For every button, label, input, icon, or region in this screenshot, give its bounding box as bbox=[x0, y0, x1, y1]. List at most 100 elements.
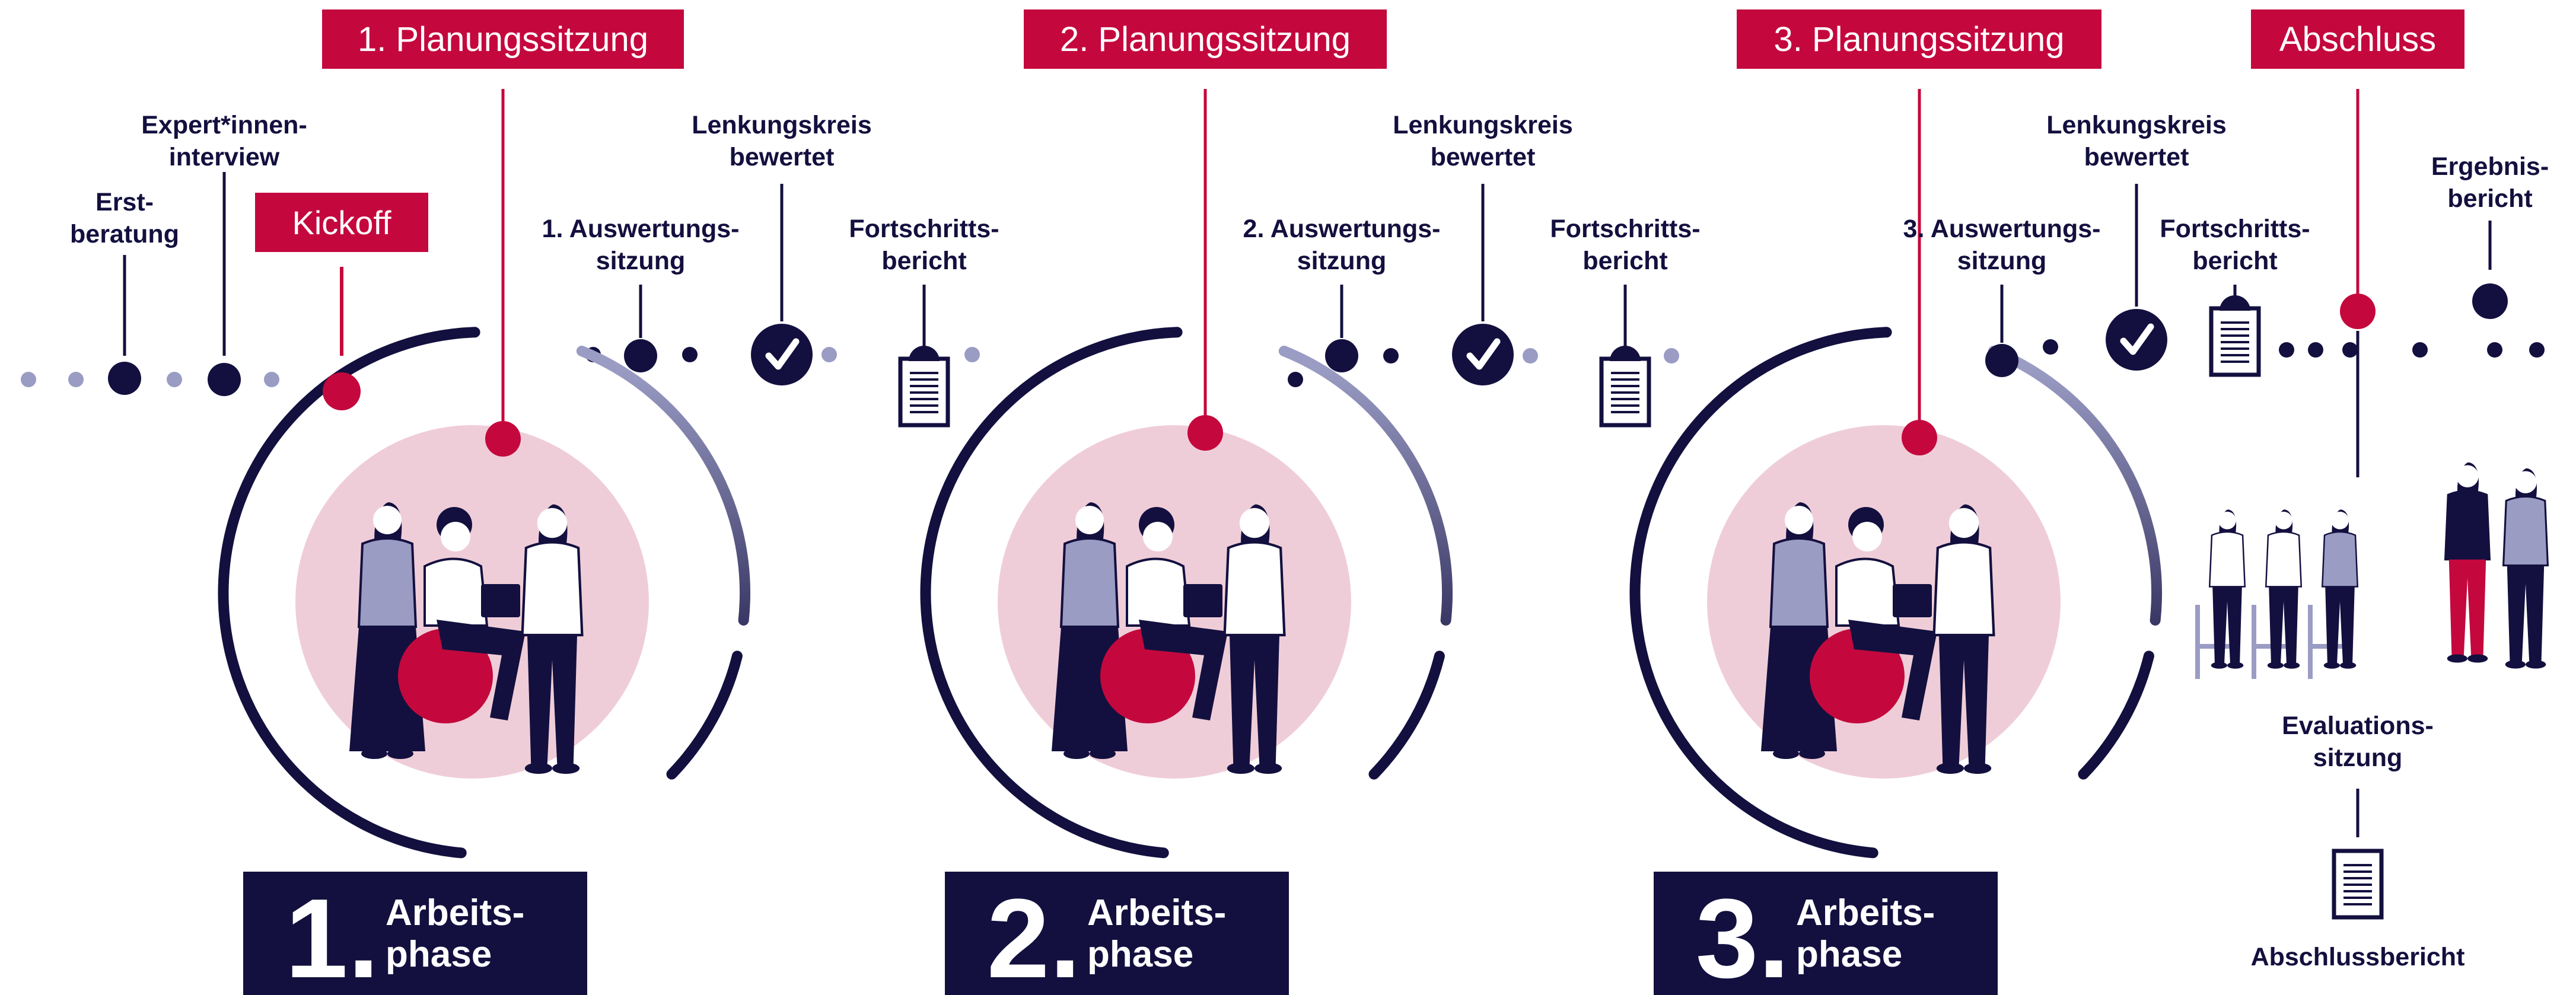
shoe bbox=[2267, 662, 2284, 669]
label-expert-interview-line: interview bbox=[169, 143, 280, 171]
cycle-labels-3: 3. Auswertungs-sitzungLenkungskreisbewer… bbox=[1903, 111, 2310, 377]
cycle-arc-light bbox=[576, 346, 750, 626]
torso bbox=[2502, 495, 2549, 567]
label-fortschrittsbericht-line: bericht bbox=[881, 247, 966, 275]
shoe bbox=[1254, 763, 1282, 774]
planning-tag-box bbox=[1024, 9, 1387, 69]
label-auswertungssitzung-line: sitzung bbox=[1957, 247, 2046, 275]
team-illustration bbox=[295, 425, 649, 779]
timeline-dot bbox=[2529, 342, 2545, 358]
closing-section: Ergebnis-berichtEvaluations-sitzungAbsch… bbox=[2195, 152, 2549, 971]
clip-icon bbox=[909, 346, 940, 361]
timeline-dot bbox=[2487, 342, 2502, 358]
phase-word: phase bbox=[1087, 934, 1193, 975]
torso bbox=[2208, 531, 2246, 588]
person-icon bbox=[521, 504, 584, 774]
timeline-dot bbox=[1664, 348, 1679, 363]
label-auswertungssitzung-line: 3. Auswertungs- bbox=[1903, 215, 2101, 243]
exercise-ball-icon bbox=[398, 629, 493, 723]
timeline-dot bbox=[264, 372, 279, 387]
exercise-ball-icon bbox=[1100, 629, 1195, 723]
torso bbox=[2265, 531, 2303, 588]
torso bbox=[1932, 541, 1995, 637]
shoe bbox=[2211, 662, 2227, 669]
label-ergebnisbericht-line: Ergebnis- bbox=[2431, 152, 2549, 181]
check-icon bbox=[2120, 323, 2154, 355]
phase-word: Arbeits- bbox=[1796, 892, 1935, 933]
planning-tag: Abschluss bbox=[2251, 9, 2464, 69]
person-icon bbox=[2502, 468, 2549, 669]
planning-node bbox=[2340, 294, 2376, 329]
legs bbox=[2325, 586, 2355, 664]
torso bbox=[1769, 537, 1829, 628]
expert-interview-node bbox=[208, 363, 241, 396]
abschlussbericht-doc bbox=[2332, 849, 2384, 920]
planning-tag-text: Abschluss bbox=[2279, 20, 2436, 59]
head bbox=[1239, 508, 1270, 538]
planning-session-1: 1. Planungssitzung bbox=[322, 9, 684, 457]
cycle-arc-tail bbox=[2078, 650, 2154, 780]
phase-word: Arbeits- bbox=[1087, 892, 1226, 933]
label-erstberatung-line: beratung bbox=[70, 220, 179, 248]
head bbox=[1075, 506, 1104, 534]
check-badge bbox=[1452, 324, 1514, 385]
label-ergebnisbericht-line: bericht bbox=[2447, 184, 2532, 213]
legs bbox=[2448, 559, 2486, 657]
legs bbox=[2269, 586, 2298, 664]
label-lenkungskreis-line: bewertet bbox=[1431, 143, 1536, 171]
label-auswertungssitzung: 2. Auswertungs-sitzung bbox=[1243, 215, 1441, 275]
label-lenkungskreis-line: bewertet bbox=[2084, 143, 2189, 171]
planning-session-3: 3. Planungssitzung bbox=[1737, 9, 2101, 455]
phase-number: 1. bbox=[285, 876, 379, 995]
head bbox=[1143, 522, 1173, 551]
planning-tag-text: 3. Planungssitzung bbox=[1773, 20, 2064, 59]
lenkungskreis-check bbox=[1452, 324, 1514, 385]
shoe bbox=[1227, 763, 1254, 774]
laptop-icon bbox=[1893, 584, 1932, 617]
label-fortschrittsbericht: Fortschritts-bericht bbox=[1550, 215, 1700, 275]
auswertung-node bbox=[1985, 344, 2018, 377]
clip-icon bbox=[2220, 295, 2250, 311]
head bbox=[1852, 522, 1882, 551]
shoe bbox=[1964, 763, 1992, 774]
planning-session-2: 2. Planungssitzung bbox=[1024, 9, 1387, 451]
planning-node bbox=[485, 421, 521, 457]
phase-cycle-1 bbox=[218, 327, 750, 859]
phase-word: Arbeits- bbox=[386, 892, 524, 933]
cycle-arc-dark bbox=[1629, 327, 1892, 859]
check-icon bbox=[765, 338, 800, 370]
person-icon bbox=[2265, 509, 2303, 669]
phase-number: 3. bbox=[1696, 876, 1789, 995]
auswertung-node bbox=[624, 339, 657, 372]
label-expert-interview: Expert*innen-interview bbox=[141, 111, 307, 171]
check-badge bbox=[2106, 309, 2167, 371]
planning-tag-box bbox=[1737, 9, 2101, 69]
laptop-icon bbox=[1183, 584, 1222, 617]
label-abschlussbericht: Abschlussbericht bbox=[2251, 943, 2465, 971]
label-fortschrittsbericht: Fortschritts-bericht bbox=[849, 215, 999, 275]
person-icon bbox=[1835, 507, 1937, 720]
timeline-dot bbox=[2279, 342, 2294, 358]
planning-tag-box bbox=[2251, 9, 2464, 69]
label-auswertungssitzung: 3. Auswertungs-sitzung bbox=[1903, 215, 2101, 275]
kickoff: Kickoff bbox=[255, 193, 428, 410]
shoe bbox=[2340, 662, 2357, 669]
planning-tag-text: 1. Planungssitzung bbox=[358, 20, 648, 59]
person-icon bbox=[349, 502, 425, 759]
check-icon bbox=[1466, 338, 1501, 370]
phase-number: 2. bbox=[987, 876, 1081, 995]
label-expert-interview-line: Expert*innen- bbox=[141, 111, 307, 139]
person-icon bbox=[2321, 509, 2359, 669]
shoe bbox=[552, 763, 580, 774]
torso bbox=[1835, 557, 1900, 627]
torso bbox=[1223, 541, 1286, 637]
person-icon bbox=[1052, 502, 1128, 759]
shoe bbox=[2323, 662, 2340, 669]
label-erstberatung-line: Erst- bbox=[95, 188, 154, 216]
laptop-icon bbox=[481, 584, 520, 617]
head bbox=[537, 508, 568, 538]
clip-icon bbox=[1610, 346, 1641, 361]
shoe bbox=[524, 763, 552, 774]
